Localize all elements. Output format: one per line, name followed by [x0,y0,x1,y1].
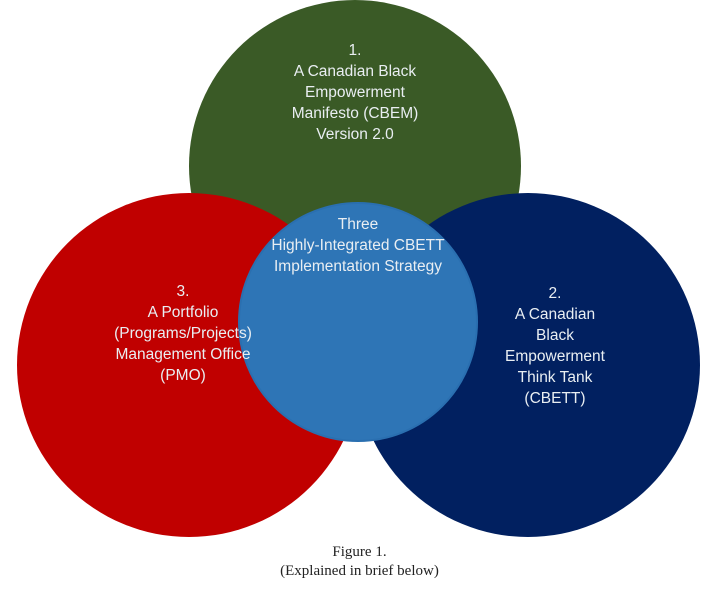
pmo-label: 3. A Portfolio (Programs/Projects) Manag… [78,281,288,386]
figure-caption-subtitle: (Explained in brief below) [280,563,439,579]
implementation-strategy-label-line: Implementation Strategy [273,258,442,275]
figure-caption-title: Figure 1. [332,544,387,560]
pmo-label-line: A Portfolio [147,304,219,321]
pmo-label-line: Management Office [115,346,251,363]
manifesto-label: 1. A Canadian Black Empowerment Manifest… [255,40,455,145]
think-tank-label-line: (CBETT) [524,390,586,407]
pmo-label-line: 3. [176,283,190,300]
manifesto-label-line: Version 2.0 [316,126,394,143]
circle-implementation-strategy [238,202,478,442]
think-tank-label-line: Empowerment [505,348,605,365]
venn-diagram [17,0,700,537]
think-tank-label: 2. A Canadian Black Empowerment Think Ta… [470,283,640,409]
implementation-strategy-label-line: Highly-Integrated CBETT [271,237,445,254]
manifesto-label-line: Empowerment [305,84,405,101]
pmo-label-line: (PMO) [160,367,206,384]
implementation-strategy-label-line: Three [337,216,379,233]
manifesto-label-line: A Canadian Black [293,63,417,80]
pmo-label-line: (Programs/Projects) [114,325,252,342]
think-tank-label-line: Think Tank [517,369,593,386]
implementation-strategy-label: Three Highly-Integrated CBETT Implementa… [253,214,463,277]
manifesto-label-line: 1. [348,42,362,59]
think-tank-label-line: 2. [548,285,562,302]
think-tank-label-line: Black [536,327,574,344]
think-tank-label-line: A Canadian [514,306,596,323]
manifesto-label-line: Manifesto (CBEM) [291,105,419,122]
